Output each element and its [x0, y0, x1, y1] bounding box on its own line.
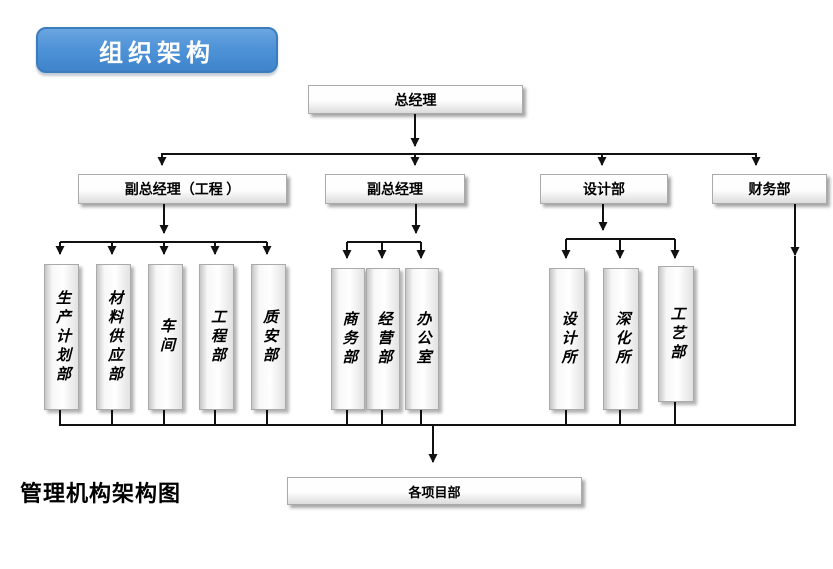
- node-label: 办公室: [414, 310, 431, 368]
- node-material-supply-dept: 材料供应部: [96, 264, 131, 410]
- node-label: 工艺部: [668, 305, 685, 363]
- node-engineering-dept: 工程部: [199, 264, 234, 410]
- node-label: 车间: [158, 318, 174, 356]
- node-project-departments: 各项目部: [287, 477, 582, 505]
- node-design-dept: 设计部: [540, 174, 668, 204]
- node-detailing-institute: 深化所: [603, 268, 639, 410]
- node-label: 设计所: [559, 310, 576, 368]
- node-production-planning-dept: 生产计划部: [44, 264, 79, 410]
- node-finance-dept: 财务部: [712, 174, 827, 204]
- node-label: 经营部: [375, 310, 392, 368]
- node-process-dept: 工艺部: [658, 266, 694, 402]
- node-general-manager: 总经理: [308, 85, 523, 114]
- node-deputy-gm-engineering: 副总经理（工程 ）: [78, 174, 287, 204]
- node-label: 商务部: [340, 310, 357, 368]
- node-workshop: 车间: [148, 264, 183, 410]
- title-badge: 组织架构: [36, 27, 278, 73]
- node-office: 办公室: [405, 268, 439, 410]
- title-badge-label: 组织架构: [99, 39, 215, 67]
- node-label: 深化所: [613, 310, 630, 368]
- node-deputy-gm: 副总经理: [325, 174, 465, 204]
- node-label: 工程部: [209, 308, 225, 366]
- node-operations-dept: 经营部: [366, 268, 400, 410]
- footer-caption: 管理机构架构图: [20, 481, 182, 506]
- node-commerce-dept: 商务部: [331, 268, 365, 410]
- node-design-institute: 设计所: [549, 268, 585, 410]
- node-label: 材料供应部: [106, 289, 122, 385]
- node-label: 质安部: [261, 308, 277, 366]
- node-quality-safety-dept: 质安部: [251, 264, 286, 410]
- node-label: 生产计划部: [54, 289, 70, 385]
